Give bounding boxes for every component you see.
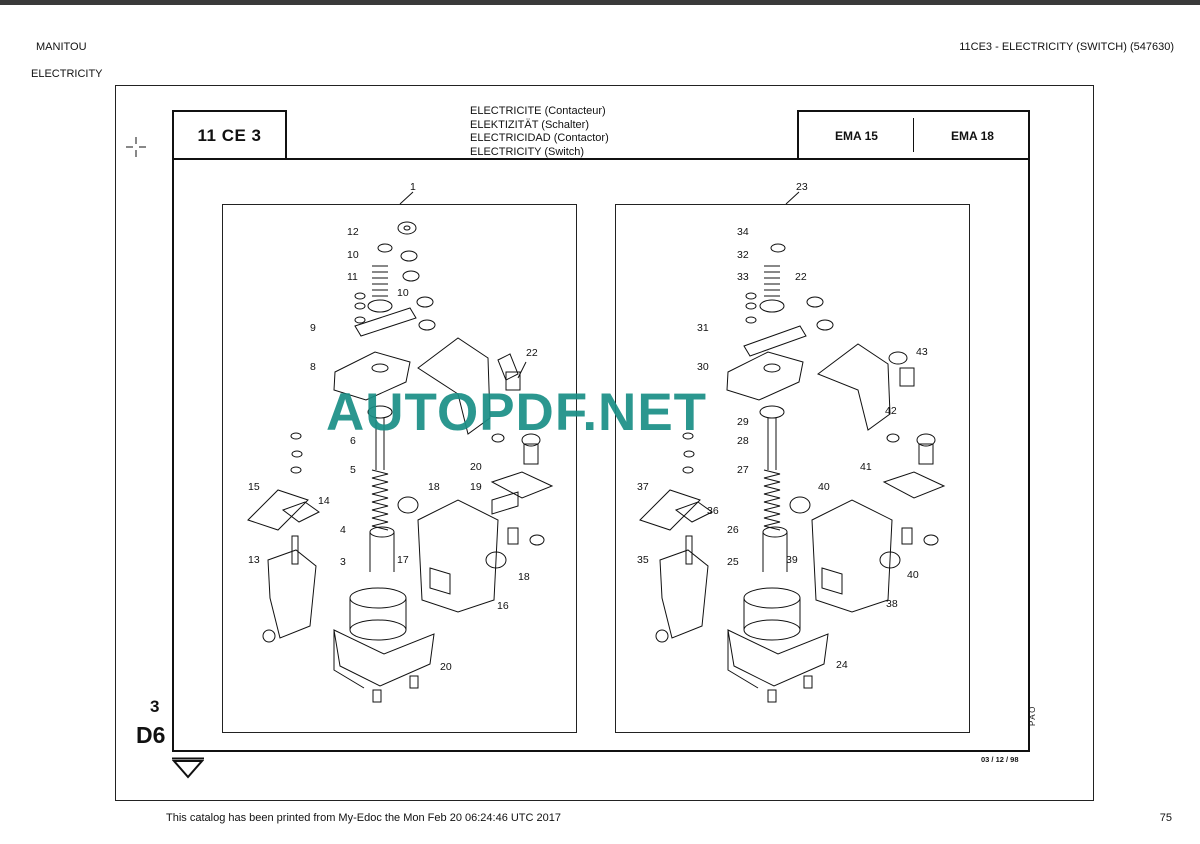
callout: 20: [470, 461, 482, 473]
brand-label: MANITOU: [36, 41, 87, 53]
callout: 34: [737, 226, 749, 238]
switch-assembly-right: [639, 191, 946, 703]
sheet-titles: ELECTRICITE (Contacteur) ELEKTIZITÄT (Sc…: [470, 105, 609, 159]
page-title: 11CE3 - ELECTRICITY (SWITCH) (547630): [959, 41, 1174, 53]
title-en: ELECTRICITY (Switch): [470, 145, 585, 158]
callout: 22: [795, 271, 807, 283]
sheet-page-code: D6: [136, 722, 166, 748]
callout: 1: [410, 181, 416, 193]
title-fr: ELECTRICITE (Contacteur): [470, 105, 606, 117]
sheet-page-number: 3: [150, 697, 160, 716]
callout: 18: [428, 481, 440, 493]
next-page-arrow-icon[interactable]: [172, 757, 204, 779]
exploded-view-left: [222, 204, 577, 733]
sheet-code: 11 CE 3: [197, 126, 262, 145]
callout: 14: [318, 495, 330, 507]
callout: 28: [737, 435, 749, 447]
side-label: PAO: [1028, 705, 1037, 726]
callout: 36: [707, 505, 719, 517]
callout: 6: [350, 435, 356, 447]
callout: 18: [518, 571, 530, 583]
callout: 15: [248, 481, 260, 493]
callout: 37: [637, 481, 649, 493]
switch-assembly-left: [247, 191, 554, 703]
model-ema-15: EMA 15: [835, 129, 878, 143]
section-label: ELECTRICITY: [31, 68, 103, 80]
callout: 12: [347, 226, 359, 238]
callout: 40: [907, 569, 919, 581]
callout: 5: [350, 464, 356, 476]
callout: 33: [737, 271, 749, 283]
title-es: ELECTRICIDAD (Contactor): [470, 132, 609, 144]
watermark: AUTOPDF.NET: [326, 383, 708, 442]
model-box: EMA 15 EMA 18: [797, 110, 1030, 160]
sheet-date: 03 / 12 / 98: [981, 755, 1019, 764]
top-bar: [0, 0, 1200, 5]
callout: 10: [347, 249, 359, 261]
callouts-right: 23 24 25 26 27 28 29 30 31 22 32 33 34 3…: [637, 181, 928, 671]
callout: 22: [526, 347, 538, 359]
callout: 31: [697, 322, 709, 334]
footer-print-note: This catalog has been printed from My-Ed…: [166, 812, 561, 824]
callout: 42: [885, 405, 897, 417]
callout: 24: [836, 659, 848, 671]
model-divider: [913, 118, 914, 152]
model-ema-18: EMA 18: [951, 129, 994, 143]
callout: 16: [497, 600, 509, 612]
exploded-view-right: [615, 204, 970, 733]
callout: 4: [340, 524, 346, 536]
callout: 3: [340, 556, 346, 568]
callout: 26: [727, 524, 739, 536]
callout: 25: [727, 556, 739, 568]
callout: 20: [440, 661, 452, 673]
callout: 29: [737, 416, 749, 428]
callout: 11: [347, 271, 358, 283]
callout: 27: [737, 464, 749, 476]
callout: 8: [310, 361, 316, 373]
callout: 13: [248, 554, 260, 566]
callout: 40: [818, 481, 830, 493]
callout: 23: [796, 181, 808, 193]
callout: 17: [397, 554, 409, 566]
callout: 19: [470, 481, 482, 493]
catalog-page-frame: [115, 85, 1094, 801]
callout: 38: [886, 598, 898, 610]
exploded-view-panel: [172, 158, 1030, 752]
callout: 41: [860, 461, 872, 473]
callout: 39: [786, 554, 798, 566]
footer-page-number: 75: [1159, 812, 1172, 824]
callout: 9: [310, 322, 316, 334]
callouts-left: 1 20 3 4 5 6 8 9 10 10 11 12 13 14 15 16…: [248, 181, 538, 673]
sheet-code-box: 11 CE 3: [172, 110, 287, 160]
callout: 43: [916, 346, 928, 358]
registration-mark-icon: [126, 137, 146, 157]
callout: 35: [637, 554, 649, 566]
callout: 30: [697, 361, 709, 373]
callout: 10: [397, 287, 409, 299]
title-de: ELEKTIZITÄT (Schalter): [470, 118, 589, 131]
callout: 32: [737, 249, 749, 261]
